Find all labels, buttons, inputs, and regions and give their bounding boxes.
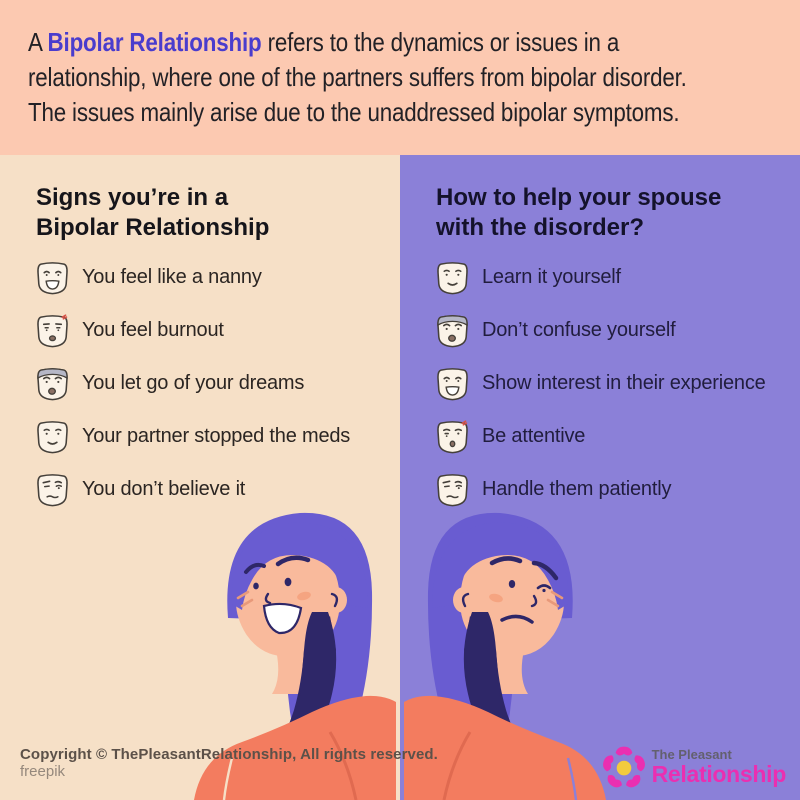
list-item: Be attentive xyxy=(436,410,800,463)
logo-line-2: Relationship xyxy=(651,760,787,787)
list-item-label: Handle them patiently xyxy=(482,478,672,500)
help-panel: How to help your spouse with the disorde… xyxy=(400,155,800,800)
list-item: You don’t believe it xyxy=(36,463,400,516)
list-item-label: You feel burnout xyxy=(82,319,224,341)
flower-logo-icon xyxy=(602,746,645,788)
worried-face-icon xyxy=(37,368,68,401)
list-item: Handle them patiently xyxy=(436,463,800,516)
list-item: You feel burnout xyxy=(36,304,400,357)
list-item: Your partner stopped the meds xyxy=(36,410,400,463)
list-item-label: Learn it yourself xyxy=(482,266,621,288)
list-item-label: You let go of your dreams xyxy=(82,372,305,394)
list-item-label: Your partner stopped the meds xyxy=(82,425,351,447)
list-item-label: Don’t confuse yourself xyxy=(482,319,676,341)
grin-face-icon xyxy=(437,368,468,401)
header-line-3: The issues mainly arise due to the unadd… xyxy=(28,97,680,127)
copyright-block: Copyright © ThePleasantRelationship, All… xyxy=(20,746,438,780)
list-item-label: You don’t believe it xyxy=(82,478,246,500)
skeptical-face-icon xyxy=(37,474,68,507)
skeptical-face-icon xyxy=(437,474,468,507)
happy-woman-illustration xyxy=(194,512,396,800)
grin-face-icon xyxy=(37,262,68,295)
list-item: Learn it yourself xyxy=(436,251,800,304)
worried-face-icon xyxy=(437,315,468,348)
header-highlight: Bipolar Relationship xyxy=(47,27,262,57)
list-item-label: You feel like a nanny xyxy=(82,266,262,288)
list-item-label: Show interest in their experience xyxy=(482,372,766,394)
header-rest: refers to the dynamics or issues in a xyxy=(261,27,620,57)
brand-logo: The Pleasant Relationship xyxy=(601,744,786,790)
header-line-1: A Bipolar Relationship refers to the dyn… xyxy=(28,25,770,60)
angry-woman-illustration xyxy=(404,512,606,800)
list-item: Show interest in their experience xyxy=(436,357,800,410)
credit-text: freepik xyxy=(20,763,66,780)
attentive-face-icon xyxy=(437,420,468,454)
help-list: Learn it yourself Don’t confuse yourself xyxy=(436,251,800,516)
calm-face-icon xyxy=(37,421,68,454)
help-panel-title: How to help your spouse with the disorde… xyxy=(436,184,722,241)
list-item: Don’t confuse yourself xyxy=(436,304,800,357)
signs-panel-title: Signs you’re in a Bipolar Relationship xyxy=(36,184,270,241)
list-item: You let go of your dreams xyxy=(36,357,400,410)
signs-panel: Signs you’re in a Bipolar Relationship Y… xyxy=(0,155,400,800)
header-banner: A Bipolar Relationship refers to the dyn… xyxy=(0,0,800,155)
list-item: You feel like a nanny xyxy=(36,251,400,304)
tired-face-icon xyxy=(37,314,68,348)
signs-list: You feel like a nanny You feel burnout xyxy=(36,251,400,516)
logo-line-1: The Pleasant xyxy=(651,746,732,762)
copyright-text: Copyright © ThePleasantRelationship, All… xyxy=(20,746,438,763)
header-prefix: A xyxy=(28,27,48,57)
calm-face-icon xyxy=(437,262,468,295)
list-item-label: Be attentive xyxy=(482,425,586,447)
header-line-2: relationship, where one of the partners … xyxy=(28,62,687,92)
